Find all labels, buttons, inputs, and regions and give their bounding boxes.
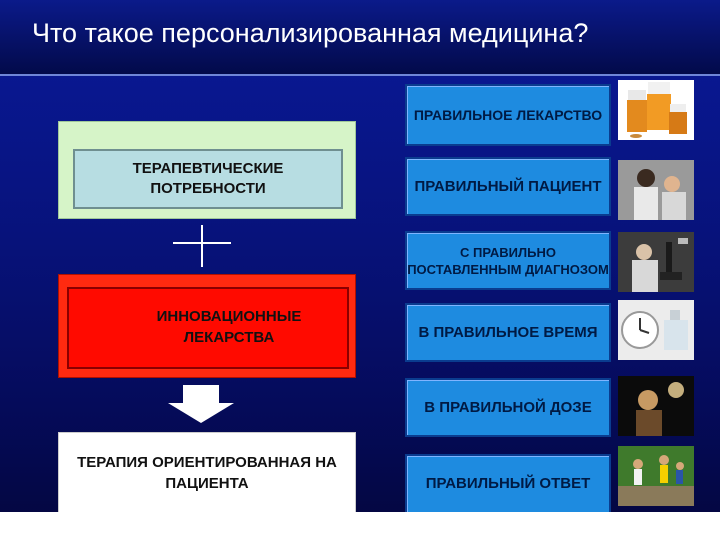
runners-photo [618,446,694,506]
plus-icon [173,225,231,267]
right-box-label: В ПРАВИЛЬНОЙ ДОЗЕ [424,398,592,416]
right-box-patient: ПРАВИЛЬНЫЙ ПАЦИЕНТ [405,157,611,216]
innovative-panel: ИННОВАЦИОННЫЕ ЛЕКАРСТВА [58,274,356,378]
clock-photo [618,300,694,360]
right-box-drug: ПРАВИЛЬНОЕ ЛЕКАРСТВО [405,84,611,146]
right-box-diagnosis: С ПРАВИЛЬНО ПОСТАВЛЕННЫМ ДИАГНОЗОМ [405,231,611,290]
bottom-edge [0,512,720,540]
needs-panel: ТЕРАПЕВТИЧЕСКИЕ ПОТРЕБНОСТИ [58,121,356,219]
needs-label: ТЕРАПЕВТИЧЕСКИЕ ПОТРЕБНОСТИ [73,149,343,209]
right-box-label: С ПРАВИЛЬНО ПОСТАВЛЕННЫМ ДИАГНОЗОМ [407,244,609,277]
title-bar: Что такое персонализированная медицина? [0,0,720,76]
lab-microscope-photo [618,232,694,292]
right-box-label: ПРАВИЛЬНЫЙ ПАЦИЕНТ [414,177,602,195]
pill-bottles-photo [618,80,694,140]
right-box-label: ПРАВИЛЬНЫЙ ОТВЕТ [425,475,591,492]
doctor-patient-photo [618,160,694,220]
dose-photo [618,376,694,436]
right-box-label: В ПРАВИЛЬНОЕ ВРЕМЯ [418,323,598,341]
right-box-time: В ПРАВИЛЬНОЕ ВРЕМЯ [405,303,611,362]
innovative-box: ИННОВАЦИОННЫЕ ЛЕКАРСТВА [67,287,349,369]
innovative-label: ИННОВАЦИОННЫЕ ЛЕКАРСТВА [156,308,302,346]
therapy-label: ТЕРАПИЯ ОРИЕНТИРОВАННАЯ НА ПАЦИЕНТА [77,454,337,492]
right-box-label: ПРАВИЛЬНОЕ ЛЕКАРСТВО [413,107,603,123]
slide-title: Что такое персонализированная медицина? [32,18,589,48]
therapy-panel: ТЕРАПИЯ ОРИЕНТИРОВАННАЯ НА ПАЦИЕНТА [58,432,356,514]
right-box-dose: В ПРАВИЛЬНОЙ ДОЗЕ [405,378,611,437]
down-arrow-icon [168,385,234,423]
right-box-response: ПРАВИЛЬНЫЙ ОТВЕТ [405,454,611,514]
